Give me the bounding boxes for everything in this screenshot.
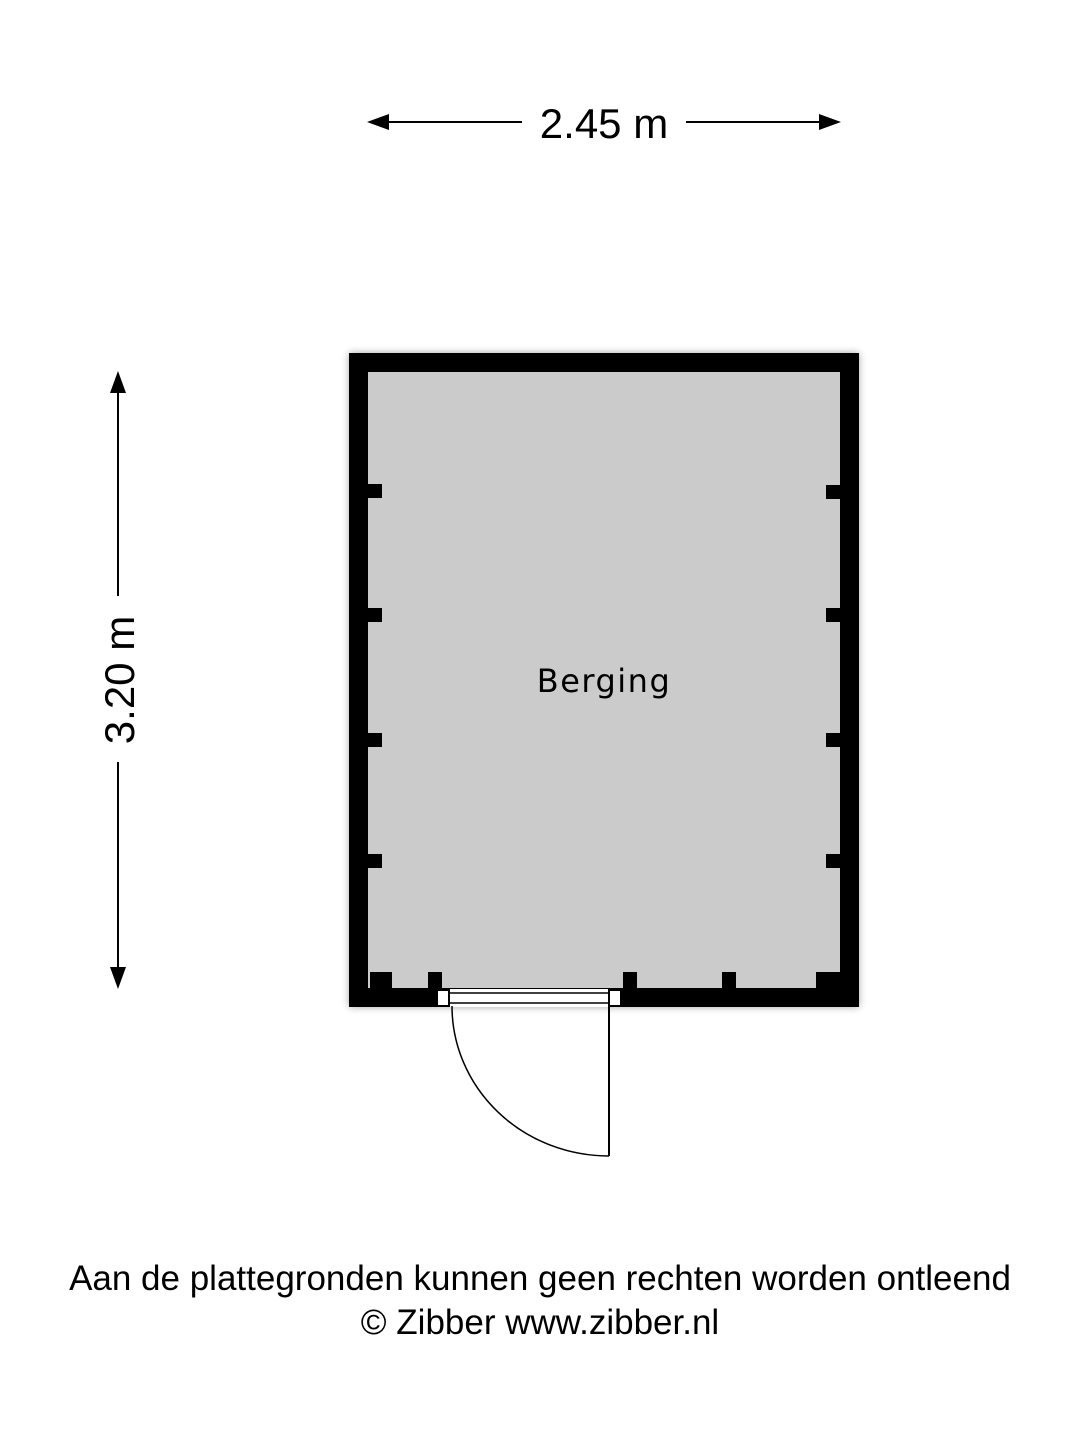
height-arrow-top [110,371,126,393]
door-jamb-left [436,989,450,1007]
height-label: 3.20 m [96,616,143,744]
wall-post [623,972,637,988]
wall-post [722,972,736,988]
wall-post [826,485,840,499]
door-swing-arc [451,1005,610,1157]
copyright-link-text: © Zibber www.zibber.nl [360,1303,720,1342]
wall-post [370,972,392,988]
door-opening [436,989,622,1007]
wall-post [368,608,382,622]
door [436,989,622,1157]
height-dimension: 3.20 m [96,371,143,989]
wall-post [826,608,840,622]
wall-post [368,484,382,498]
room-berging: Berging [349,353,859,1007]
wall-post [816,972,840,988]
height-arrow-bottom [110,967,126,989]
wall-post [368,733,382,747]
floor [368,372,840,988]
wall-post [368,854,382,868]
width-label: 2.45 m [540,100,668,147]
wall-post [826,854,840,868]
door-jamb-right [608,989,622,1007]
wall-post [428,972,442,988]
width-arrow-left [367,114,389,130]
width-dimension: 2.45 m [367,100,841,147]
wall-post [826,733,840,747]
width-arrow-right [819,114,841,130]
disclaimer-text: Aan de plattegronden kunnen geen rechten… [69,1259,1011,1298]
room-label: Berging [537,662,672,700]
